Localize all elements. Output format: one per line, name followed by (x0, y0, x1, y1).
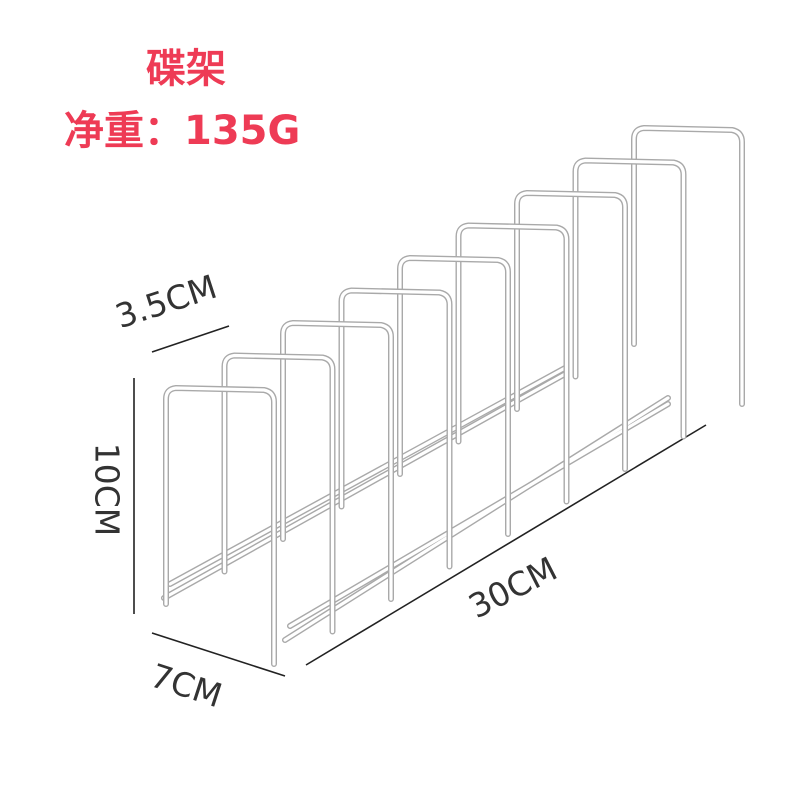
product-title: 碟架 (146, 46, 226, 92)
height-label: 10CM (87, 442, 127, 537)
rack-divider (631, 125, 745, 407)
rack-divider (572, 157, 687, 440)
rack-divider (280, 320, 394, 602)
rack-divider (455, 222, 570, 505)
rack-divider (221, 352, 336, 635)
rack-divider (397, 255, 511, 537)
rack-divider (163, 385, 277, 667)
depth-bottom-dimension-line (151, 632, 286, 677)
product-weight: 净重：135G (64, 108, 301, 154)
rack-divider (338, 287, 453, 570)
rack-divider (514, 190, 628, 472)
dish-rack-wireframe (161, 125, 745, 667)
length-dimension-line (305, 424, 707, 666)
depth-top-dimension-line (151, 325, 230, 353)
